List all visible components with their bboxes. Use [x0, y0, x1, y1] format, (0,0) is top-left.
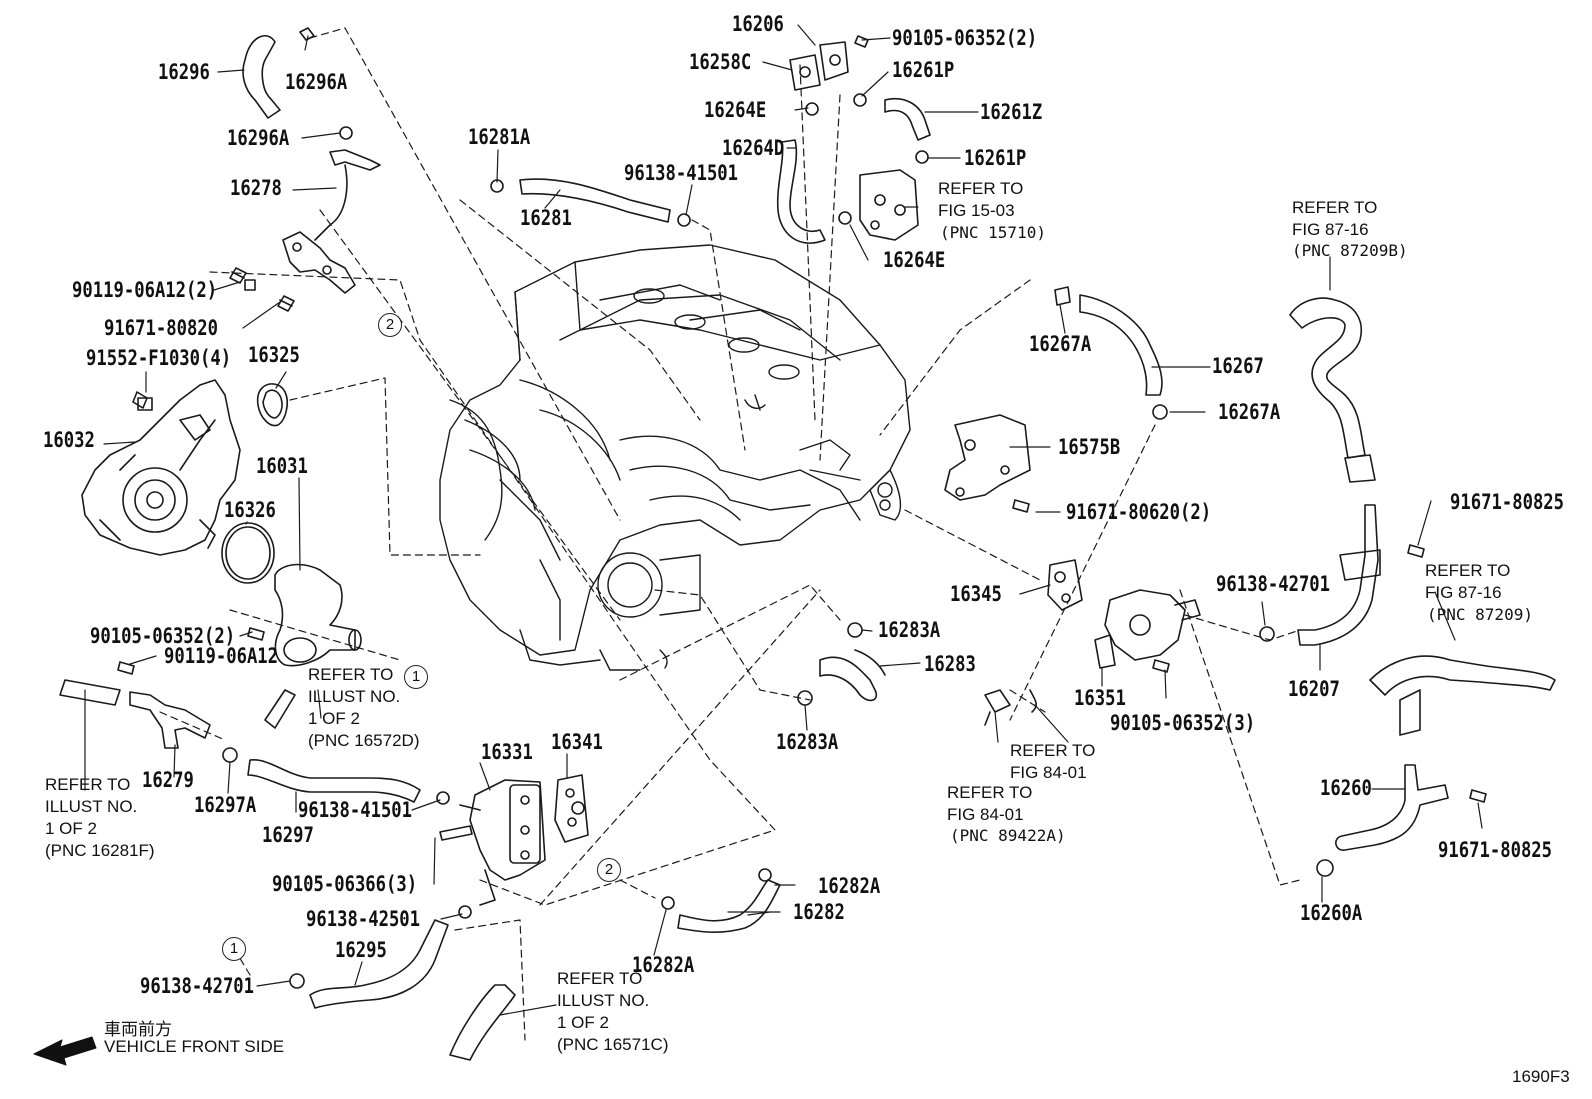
part-label: 16283A — [878, 618, 941, 642]
part-label: 16031 — [256, 454, 308, 478]
callout-circle-1: 1 — [222, 937, 246, 961]
part-label: 91671-80820 — [104, 316, 219, 340]
figure-code: 1690F3 — [1512, 1067, 1570, 1086]
leader-lines — [84, 24, 1483, 1016]
refer-text: REFER TO FIG 84-01 — [947, 783, 1033, 824]
part-label: 90105-06352(2) — [90, 624, 236, 648]
part-label: 91671-80825 — [1438, 838, 1553, 862]
callout-circle-2: 2 — [378, 313, 402, 337]
part-label: 16267A — [1218, 400, 1281, 424]
dashed-relation-lines — [159, 27, 1301, 1041]
refer-text: REFER TO FIG 15-03 — [938, 179, 1024, 220]
part-label: 16261P — [964, 146, 1027, 170]
refer-note: REFER TO FIG 87-16 — [1425, 560, 1510, 604]
part-label: 91671-80825 — [1450, 490, 1565, 514]
refer-text: REFER TO FIG 87-16 — [1292, 198, 1378, 239]
refer-pnc: (PNC 87209B) — [1292, 241, 1408, 260]
part-label: 90119-06A12(2) — [72, 278, 218, 302]
part-label: 16295 — [335, 938, 387, 962]
refer-note: REFER TO FIG 84-01 — [947, 782, 1032, 826]
part-label: 96138-42701 — [1216, 572, 1331, 596]
callout-circle-1: 1 — [404, 665, 428, 689]
part-label: 16331 — [481, 740, 533, 764]
front-label-jp: 車両前方 — [104, 1020, 172, 1039]
part-label: 90119-06A12 — [164, 644, 279, 668]
part-label: 90105-06352(2) — [892, 26, 1038, 50]
part-label: 16575B — [1058, 435, 1121, 459]
part-label: 96138-42501 — [306, 907, 421, 931]
part-label: 16278 — [230, 176, 282, 200]
part-label: 96138-41501 — [624, 161, 739, 185]
part-label: 16282A — [632, 953, 695, 977]
part-label: 96138-42701 — [140, 974, 255, 998]
part-label: 16326 — [224, 498, 276, 522]
part-label: 16297 — [262, 823, 314, 847]
part-label: 16282 — [793, 900, 845, 924]
part-label: 16261P — [892, 58, 955, 82]
part-label: 16260 — [1320, 776, 1372, 800]
part-sketches — [59, 27, 1556, 1061]
refer-note: REFER TO ILLUST NO. 1 OF 2 (PNC 16281F) — [45, 775, 155, 860]
part-label: 16296 — [158, 60, 210, 84]
part-label: 16282A — [818, 874, 881, 898]
refer-pnc: (PNC 89422A) — [950, 826, 1066, 845]
part-label: 16296A — [227, 126, 290, 150]
part-label: 16260A — [1300, 901, 1363, 925]
part-label: 16267 — [1212, 354, 1264, 378]
part-label: 91671-80620(2) — [1066, 500, 1212, 524]
part-label: 16032 — [43, 428, 95, 452]
part-label: 16261Z — [980, 100, 1043, 124]
part-label: 16345 — [950, 582, 1002, 606]
part-label: 16264D — [722, 136, 785, 160]
part-label: 91552-F1030(4) — [86, 346, 232, 370]
part-label: 16206 — [732, 12, 784, 36]
refer-note: REFER TO ILLUST NO. 1 OF 2 (PNC 16571C) — [557, 969, 669, 1054]
refer-note: REFER TO FIG 87-16 — [1292, 197, 1377, 241]
part-label: 16296A — [285, 70, 348, 94]
part-label: 16207 — [1288, 677, 1340, 701]
part-label: 16283A — [776, 730, 839, 754]
refer-pnc: (PNC 15710) — [940, 223, 1046, 242]
part-label: 16267A — [1029, 332, 1092, 356]
part-label: 16281A — [468, 125, 531, 149]
front-label-en: VEHICLE FRONT SIDE — [104, 1037, 285, 1056]
part-label: 16264E — [704, 98, 767, 122]
refer-note: REFER TO ILLUST NO. 1 OF 2 (PNC 16572D) — [308, 665, 420, 750]
part-label: 96138-41501 — [298, 798, 413, 822]
part-label: 16341 — [551, 730, 603, 754]
refer-text: REFER TO FIG 87-16 — [1425, 561, 1511, 602]
part-label: 16264E — [883, 248, 946, 272]
part-label: 16297A — [194, 793, 257, 817]
part-label: 16258C — [689, 50, 752, 74]
refer-note: REFER TO FIG 15-03 — [938, 178, 1023, 222]
vehicle-front-arrow — [33, 1036, 97, 1066]
callout-circle-2: 2 — [597, 858, 621, 882]
part-label: 16325 — [248, 343, 300, 367]
part-label: 90105-06352(3) — [1110, 711, 1256, 735]
part-label: 16281 — [520, 206, 572, 230]
part-label: 16279 — [142, 768, 194, 792]
refer-note: REFER TO FIG 84-01 — [1010, 741, 1096, 782]
engine-block-drawing — [439, 244, 911, 671]
part-label: 90105-06366(3) — [272, 872, 418, 896]
part-label: 16283 — [924, 652, 976, 676]
refer-pnc: (PNC 87209) — [1427, 605, 1533, 624]
part-label: 16351 — [1074, 686, 1126, 710]
